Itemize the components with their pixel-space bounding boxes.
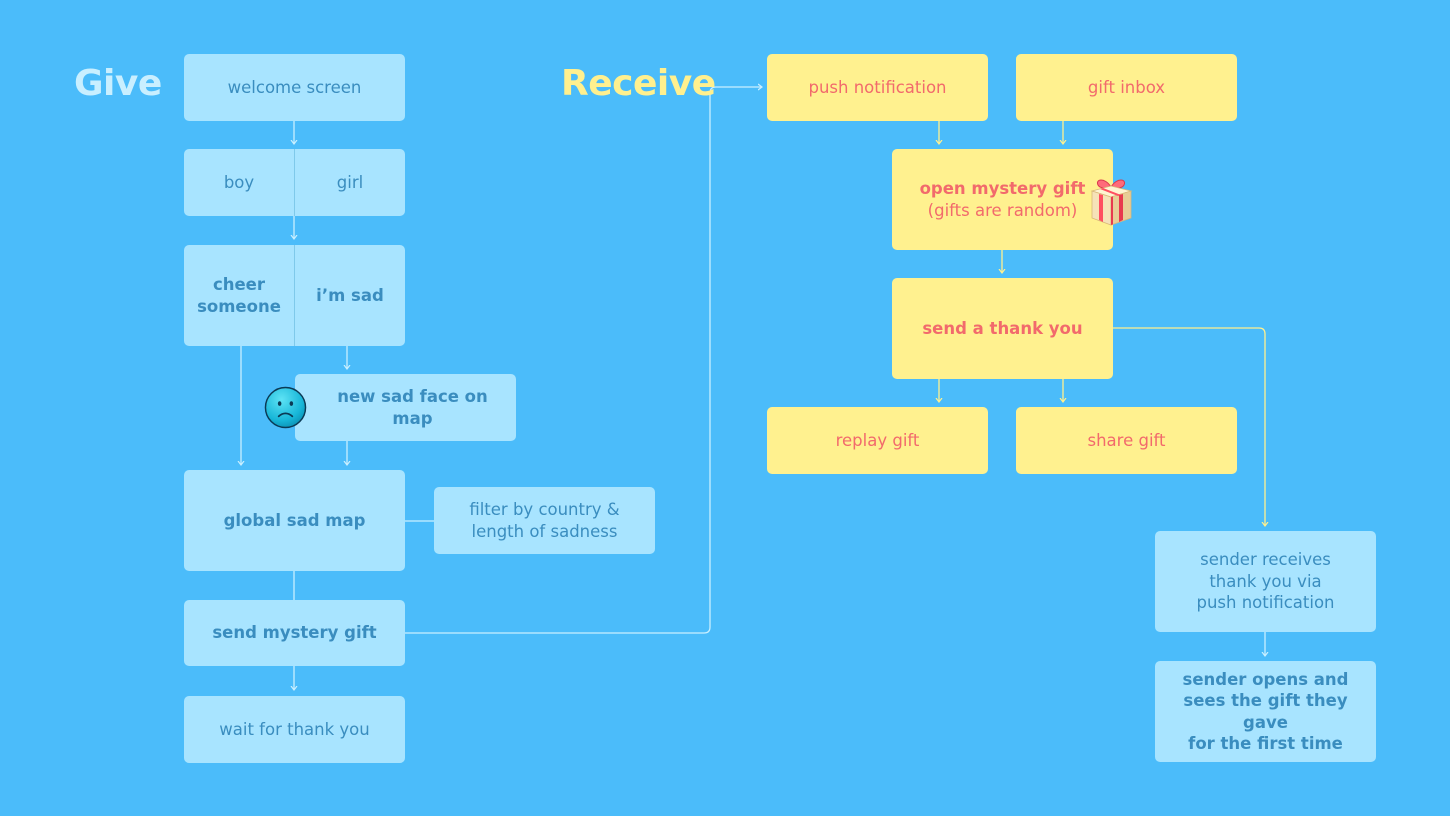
new-sad-face-node: new sad face on map xyxy=(295,374,516,441)
cheer-someone-option: cheer someone xyxy=(197,275,281,316)
gender-divider xyxy=(294,149,295,216)
share-gift-node: share gift xyxy=(1016,407,1237,474)
send-thank-you-node: send a thank you xyxy=(892,278,1113,379)
receive-title: Receive xyxy=(561,63,716,104)
mode-divider xyxy=(294,245,295,346)
sad-face-icon xyxy=(264,386,307,429)
open-mystery-gift-subtitle: (gifts are random) xyxy=(927,200,1078,220)
give-title: Give xyxy=(74,63,162,104)
girl-option: girl xyxy=(336,172,364,192)
open-mystery-gift-title: open mystery gift xyxy=(919,179,1086,199)
boy-option: boy xyxy=(223,172,255,192)
welcome-screen-node: welcome screen xyxy=(184,54,405,121)
global-sad-map-node: global sad map xyxy=(184,470,405,571)
sender-receives-node: sender receives thank you via push notif… xyxy=(1155,531,1376,632)
gender-choice-node: boy girl xyxy=(184,149,405,216)
im-sad-option: i’m sad xyxy=(316,285,384,305)
push-notification-node: push notification xyxy=(767,54,988,121)
sender-opens-node: sender opens and sees the gift they gave… xyxy=(1155,661,1376,762)
replay-gift-node: replay gift xyxy=(767,407,988,474)
open-mystery-gift-node: open mystery gift (gifts are random) xyxy=(892,149,1113,250)
wait-for-thank-you-node: wait for thank you xyxy=(184,696,405,763)
filter-node: filter by country & length of sadness xyxy=(434,487,655,554)
mode-choice-node: cheer someone i’m sad xyxy=(184,245,405,346)
gift-box-icon xyxy=(1090,179,1133,226)
gift-inbox-node: gift inbox xyxy=(1016,54,1237,121)
send-mystery-gift-node: send mystery gift xyxy=(184,600,405,666)
